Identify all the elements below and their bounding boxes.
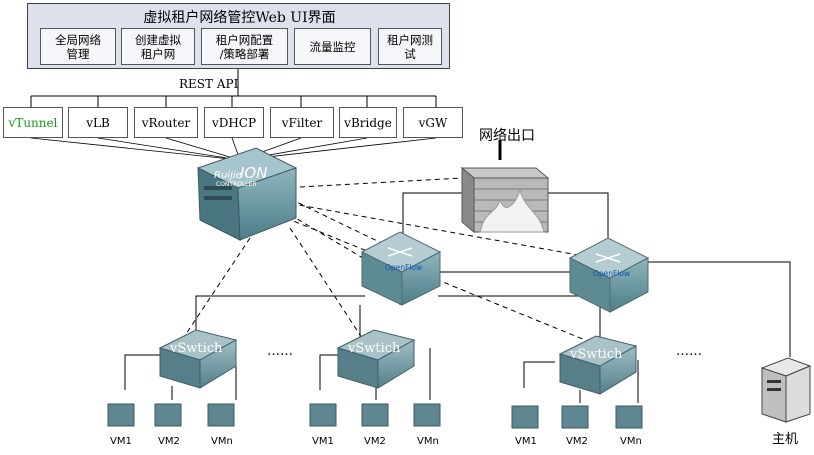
controller-brand: Ruijie [214, 170, 242, 181]
openflow-label-1: OpenFlow [385, 263, 422, 272]
function-traffic-monitor: 流量监控 [294, 28, 371, 65]
panel-title: 虚拟租户网络管控Web UI界面 [143, 10, 336, 26]
service-vtunnel: vTunnel [3, 107, 63, 138]
function-tenant-config: 租户网配置/策略部署 [201, 28, 288, 65]
controller-icon [196, 147, 298, 241]
function-create-tenant-network: 创建虚拟租户网 [121, 28, 195, 65]
service-vdhcp: vDHCP [204, 107, 264, 138]
controller-name: ION [240, 164, 267, 182]
ellipsis-2: …… [676, 344, 702, 359]
host-label: 主机 [772, 432, 799, 447]
vswitch-icon [158, 329, 238, 389]
rest-api-label: REST API [179, 77, 239, 91]
firewall-icon [460, 166, 550, 234]
vswitch-icon [558, 335, 638, 395]
vswitch-label-2: vSwtich [347, 341, 401, 356]
controller-sub: CONTROLLER [216, 181, 257, 188]
service-vgw: vGW [403, 107, 463, 138]
vm-label: VM2 [364, 436, 386, 447]
openflow-switch-icon [568, 237, 650, 313]
service-vbridge: vBridge [339, 107, 397, 138]
openflow-label-2: OpenFlow [593, 269, 630, 278]
web-ui-panel: 虚拟租户网络管控Web UI界面 全局网络管理 创建虚拟租户网 租户网配置/策略… [27, 3, 450, 69]
host-tower-icon [760, 357, 812, 423]
service-vfilter: vFilter [270, 107, 334, 138]
service-vlb: vLB [68, 107, 128, 138]
vswitch-label-3: vSwtich [569, 347, 623, 362]
vm-label: VMn [620, 436, 642, 447]
ellipsis-1: …… [267, 344, 293, 359]
vm-label: VM2 [566, 436, 588, 447]
vm-server-icon [107, 403, 643, 429]
openflow-switch-icon [360, 231, 442, 306]
vm-label: VM1 [515, 436, 537, 447]
internet-exit-label: 网络出口 [479, 128, 535, 144]
vswitch-label-1: vSwtich [169, 341, 223, 356]
function-tenant-test: 租户网测试 [378, 28, 442, 65]
function-global-network: 全局网络管理 [40, 28, 116, 65]
vm-label: VMn [211, 436, 233, 447]
vm-label: VM1 [312, 436, 334, 447]
vm-label: VM1 [110, 436, 132, 447]
vm-label: VM2 [158, 436, 180, 447]
service-vrouter: vRouter [134, 107, 198, 138]
vswitch-icon [336, 329, 416, 389]
vm-label: VMn [417, 436, 439, 447]
